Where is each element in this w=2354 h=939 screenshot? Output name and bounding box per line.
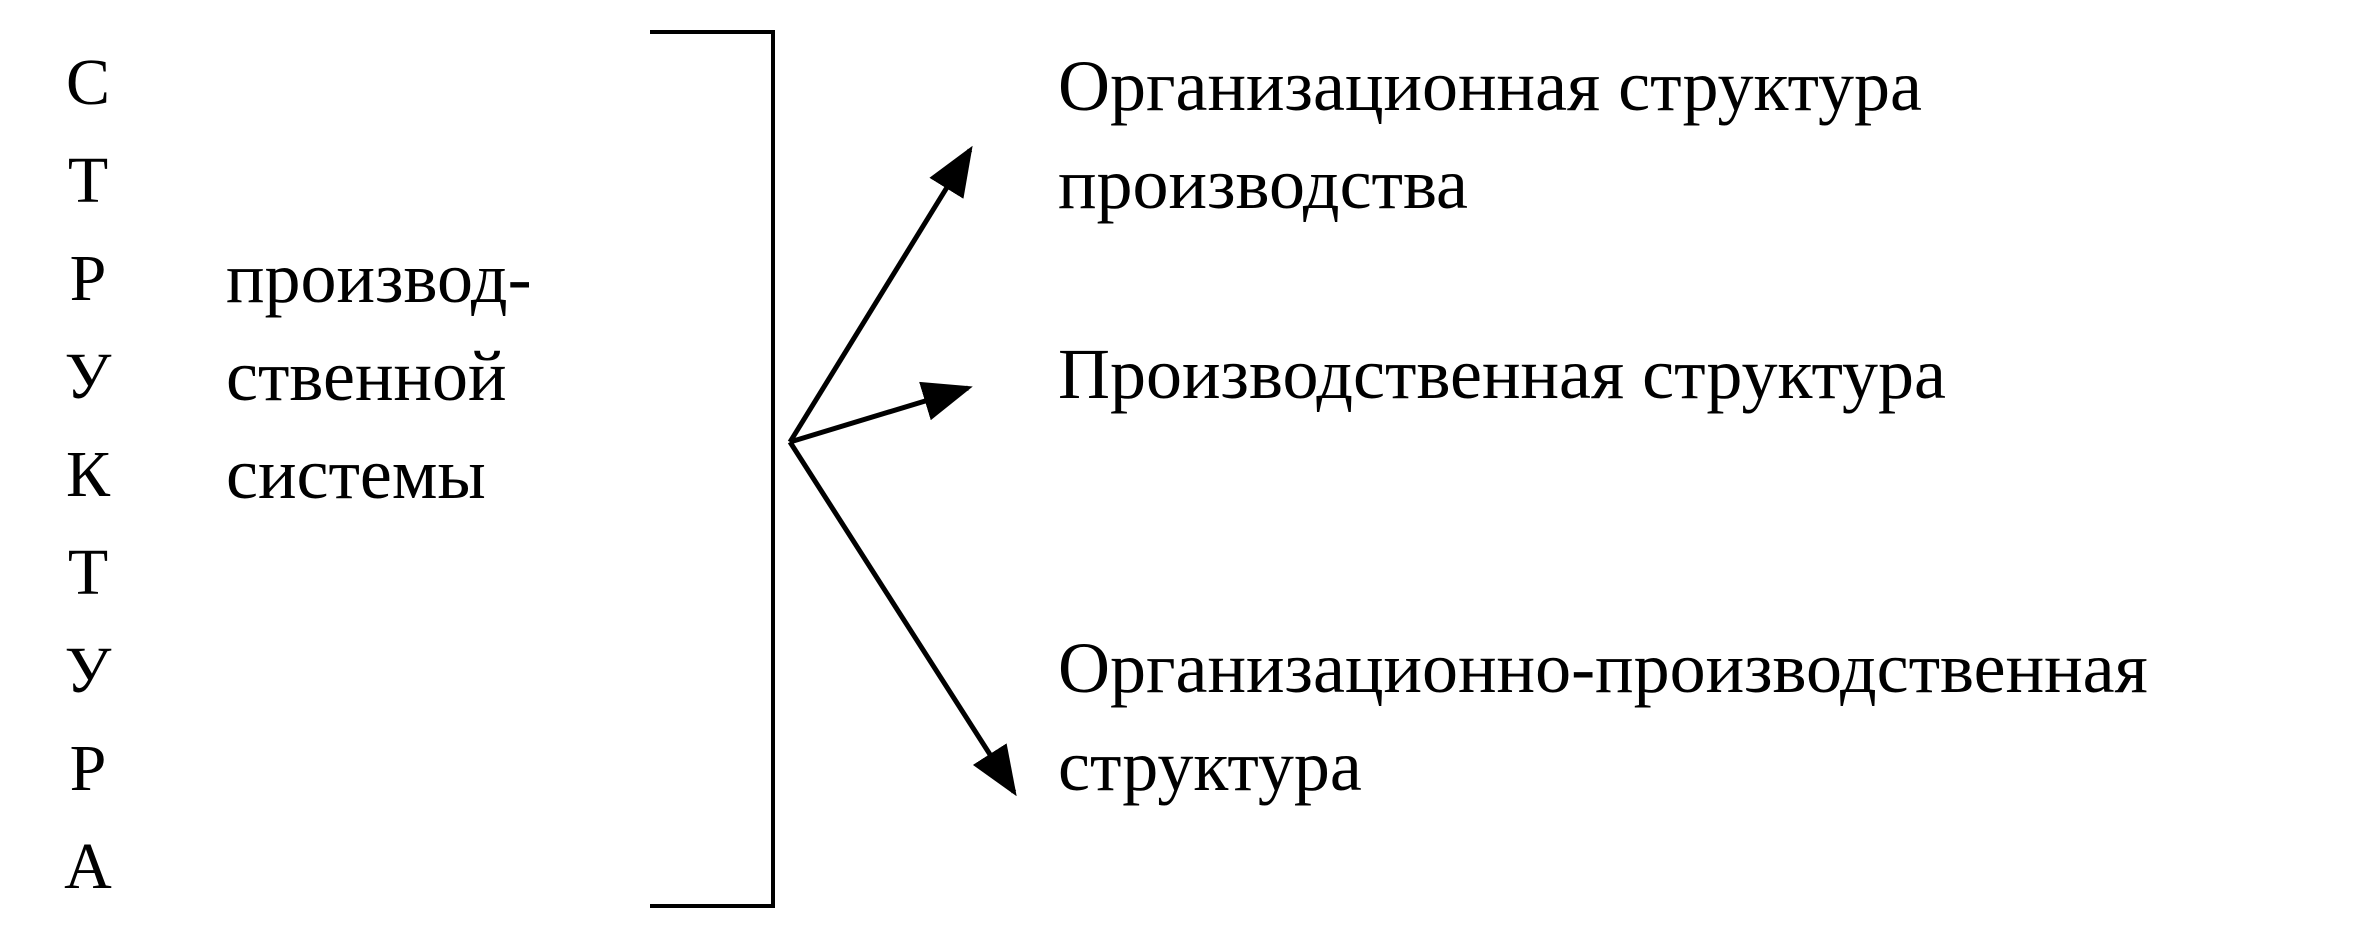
vertical-title-letter: У (64, 634, 112, 707)
subtitle-line: системы (226, 434, 486, 514)
vertical-title-letter: К (65, 438, 111, 511)
arrow-to-output-2 (789, 381, 973, 445)
subtitle-line: ственной (226, 336, 507, 416)
arrow-to-output-3 (787, 440, 1017, 797)
output-3-line: Организационно-производственная (1058, 628, 2148, 708)
vertical-title-letter: Т (67, 536, 109, 609)
vertical-title-letter: Р (69, 732, 107, 805)
vertical-title-letter: А (64, 830, 112, 903)
subtitle-line: производ- (226, 238, 532, 318)
arrow-to-output-1 (787, 145, 973, 444)
vertical-title-letter: Р (69, 242, 107, 315)
output-1-line: производства (1058, 144, 1468, 224)
vertical-title-letter: У (64, 340, 112, 413)
bracket (650, 30, 775, 908)
output-2-line: Производственная структура (1058, 334, 1946, 414)
vertical-title-letter: Т (67, 144, 109, 217)
vertical-title-letter: С (65, 46, 111, 119)
output-1-line: Организационная структура (1058, 46, 1922, 126)
output-3-line: структура (1058, 726, 1362, 806)
